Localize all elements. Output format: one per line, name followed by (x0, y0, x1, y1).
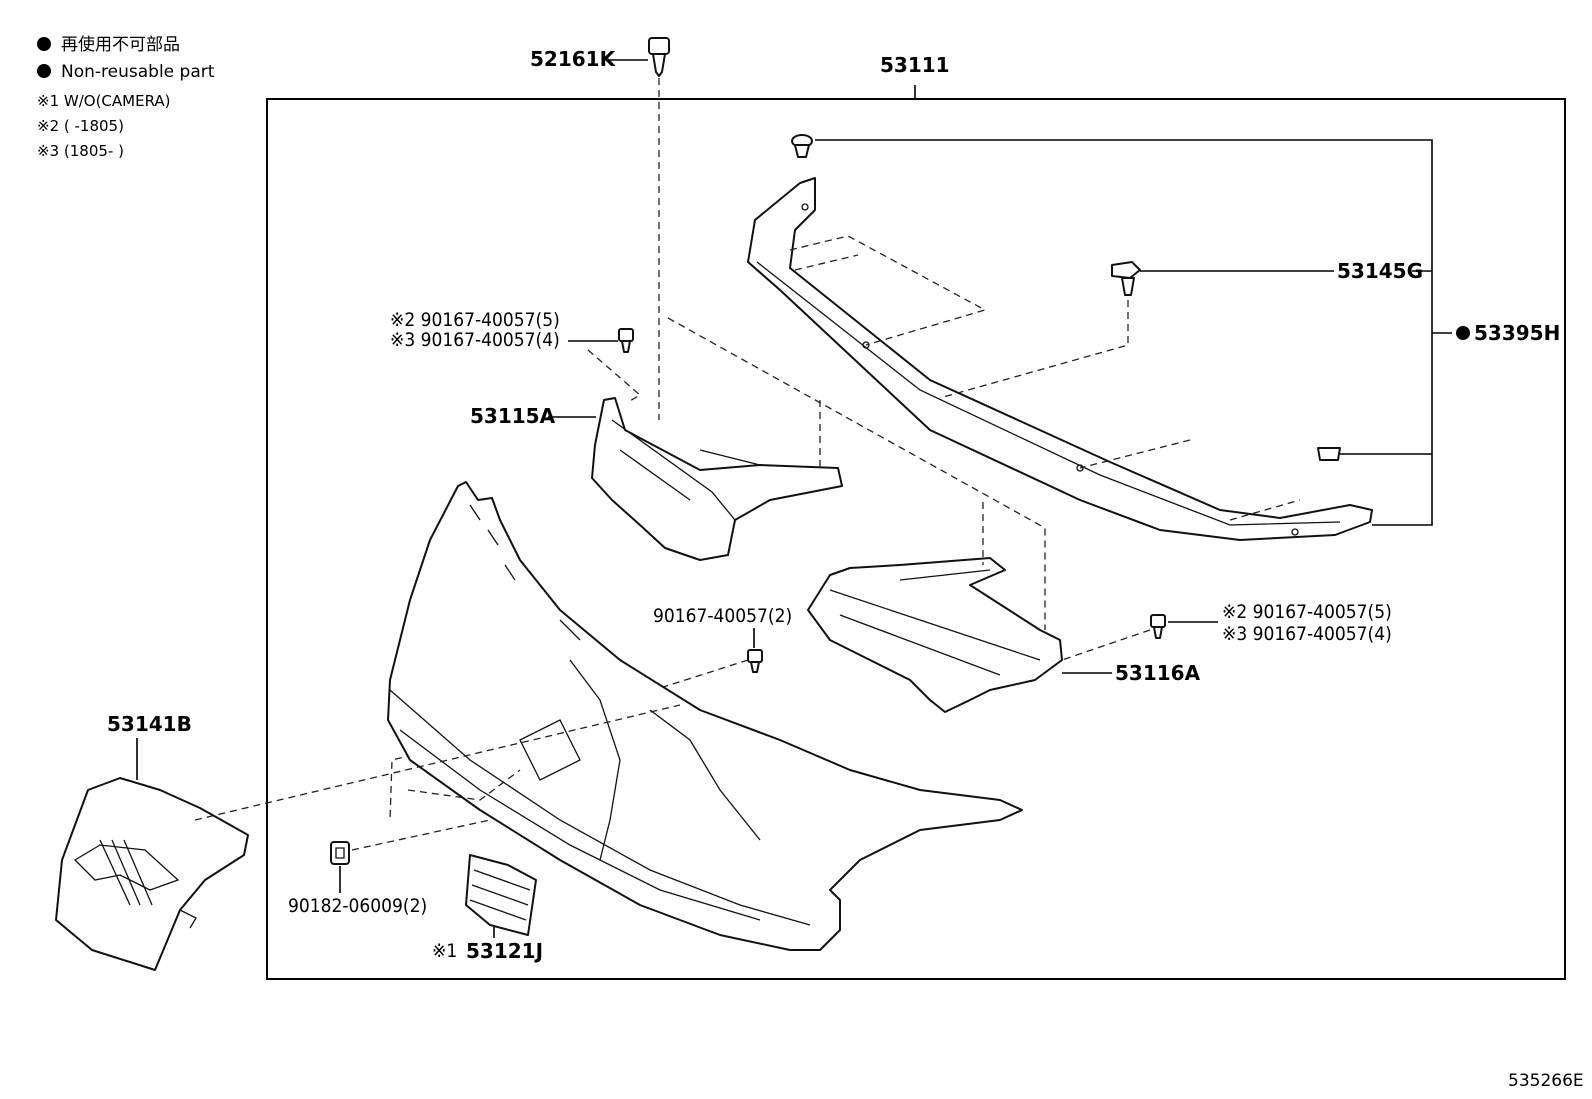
label-53145G: 53145G (1337, 259, 1423, 283)
label-53116A: 53116A (1115, 661, 1201, 685)
legend-note-2: ※2 ( -1805) (37, 117, 124, 135)
bracket-53115A (591, 397, 843, 561)
bullet-icon (37, 37, 51, 51)
label-53121J: 53121J (466, 939, 543, 963)
diagram-id: 535266E (1508, 1071, 1584, 1091)
nut-icon (330, 841, 350, 865)
label-bolt-right-3: ※3 90167-40057(4) (1222, 623, 1392, 645)
label-nut-bottom: 90182-06009(2) (288, 895, 427, 917)
label-53111: 53111 (880, 53, 950, 77)
clip-53145G-icon (1111, 261, 1141, 296)
legend-jp: 再使用不可部品 (61, 34, 180, 55)
radiator-grille (387, 481, 1023, 951)
legend-note-3: ※3 (1805- ) (37, 142, 124, 160)
label-52161K: 52161K (530, 47, 617, 71)
bolt-center-icon (747, 649, 763, 673)
legend: 再使用不可部品 Non-reusable part ※1 W/O(CAMERA)… (37, 34, 215, 160)
bullet-icon (37, 64, 51, 78)
legend-note-1: ※1 W/O(CAMERA) (37, 92, 171, 110)
bolt-right-icon (1150, 614, 1166, 639)
emblem-53141B (55, 777, 249, 971)
label-bolt-left-3: ※3 90167-40057(4) (390, 329, 560, 351)
legend-en: Non-reusable part (61, 62, 215, 82)
label-bolt-left-2: ※2 90167-40057(5) (390, 309, 560, 331)
upper-moulding (747, 177, 1373, 541)
label-53395H: 53395H (1474, 321, 1560, 345)
assembly-frame (266, 98, 1566, 980)
label-53115A: 53115A (470, 404, 556, 428)
clip-52161K-icon (648, 37, 670, 77)
label-bolt-center: 90167-40057(2) (653, 605, 792, 627)
upper-clip-icon (791, 134, 813, 158)
label-53141B: 53141B (107, 712, 192, 736)
clip-lower-icon (1317, 447, 1341, 461)
bolt-left-icon (618, 328, 634, 353)
cover-53121J (465, 854, 537, 936)
label-bolt-right-2: ※2 90167-40057(5) (1222, 601, 1392, 623)
label-note1-mark: ※1 (432, 940, 457, 962)
bracket-53116A (807, 557, 1063, 713)
non-reusable-bullet-icon (1456, 326, 1470, 340)
